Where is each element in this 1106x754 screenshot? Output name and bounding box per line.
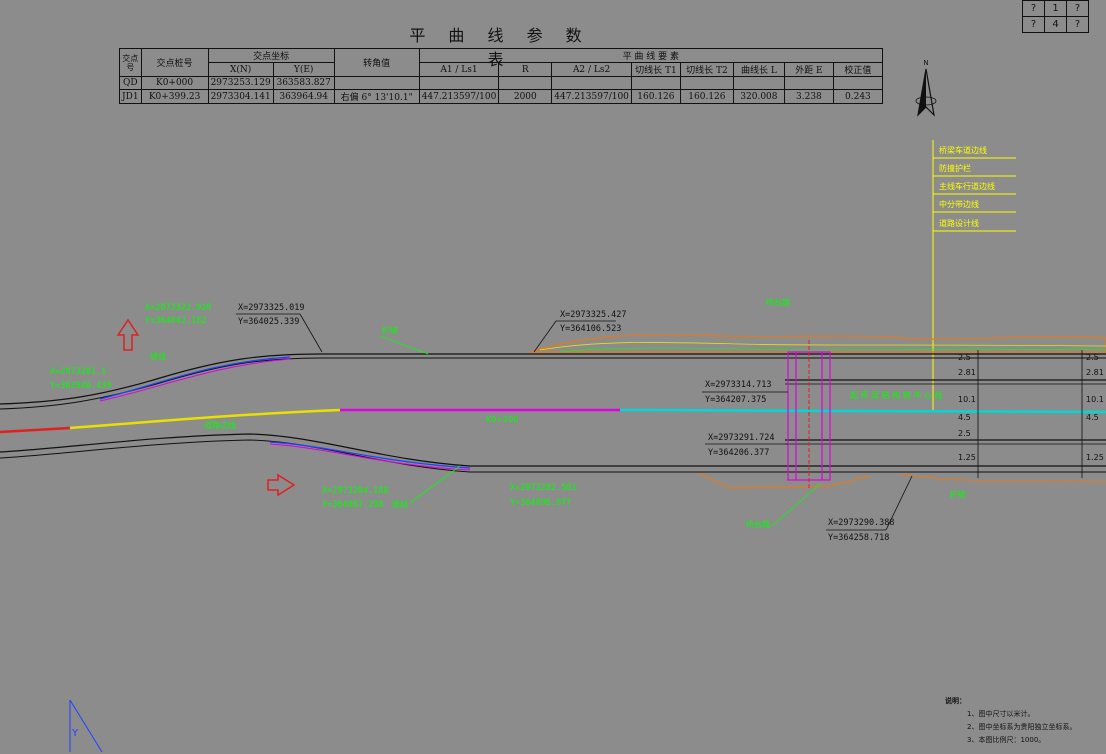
coord-label: X=2973325.427 [560, 310, 627, 320]
ucs-axis-icon: Y [69, 699, 103, 753]
dimension-label: 2.81 [958, 368, 976, 377]
cell-y: 363964.94 [272, 89, 335, 104]
page-number-box: ? 1 ? ? 4 ? [1022, 0, 1089, 33]
cell-angle: 右偏 6° 13'10.1" [333, 89, 420, 104]
coord-label: X=2973290.388 [828, 518, 895, 528]
coord-label: X=2973284.188 [322, 486, 389, 496]
dimension-label: 2.5 [1086, 353, 1099, 362]
dimension-label: 4.5 [1086, 413, 1099, 422]
note-item: 2、图中坐标系为贵阳独立坐标系。 [967, 723, 1077, 731]
protect-slope-label: 护坡 [382, 325, 398, 335]
dimension-label: 10.1 [958, 395, 976, 404]
note-item: 3、本图比例尺：1000。 [967, 736, 1046, 744]
header-stake: 交点桩号 [140, 48, 209, 77]
slope-top [529, 333, 1106, 353]
note-item: 1、图中尺寸以米计。 [967, 710, 1035, 718]
right-dimension-lines: 2.5 2.81 10.1 4.5 2.5 1.25 2.5 2.81 10.1… [958, 350, 1104, 478]
design-centerline [0, 408, 1106, 434]
slope-bottom [699, 473, 1106, 489]
dimension-label: 4.5 [958, 413, 971, 422]
arrow-icon [267, 473, 296, 497]
dimension-label: 10.1 [1086, 395, 1104, 404]
drawing-notes: 说明： 1、图中尺寸以米计。 2、图中坐标系为贵阳独立坐标系。 3、本图比例尺：… [945, 695, 1076, 747]
header-y: Y(E) [272, 62, 335, 77]
direction-arrows [116, 318, 296, 497]
coord-label: X=2973282.581 [510, 483, 577, 493]
north-arrow-icon: N [915, 59, 937, 117]
coord-label: Y=364258.718 [828, 533, 889, 543]
page-cell: 4 [1044, 16, 1067, 33]
cell-j: 0.243 [832, 89, 883, 104]
road-edge-label: 道路边线 [204, 420, 236, 430]
slope-label: 坡线 [392, 499, 408, 509]
protect-slope-label: 护坡 [950, 489, 966, 499]
stake-label: K0+200 [486, 415, 518, 424]
cell-r: 2000 [498, 89, 553, 104]
coord-label: Y=364067.298 [322, 500, 383, 510]
dimension-label: 1.25 [1086, 453, 1104, 462]
coord-label: X=2973325.019 [238, 303, 305, 313]
notes-heading: 说明： [945, 697, 966, 705]
header-angle: 转角值 [333, 48, 420, 77]
dimension-label: 2.81 [1086, 368, 1104, 377]
legend-item: 中分带边线 [939, 199, 979, 209]
arrow-icon [116, 318, 140, 351]
slope-label: 坡线 [150, 351, 166, 361]
coord-label: Y=364025.339 [238, 317, 299, 327]
dimension-label: 2.5 [958, 429, 971, 438]
legend-item: 道路设计线 [939, 218, 979, 228]
legend-item: 防撞护栏 [939, 163, 971, 173]
cell-x: 2973304.141 [207, 89, 274, 104]
legend-item: 桥梁车道边线 [939, 145, 987, 155]
cell-stake: K0+399.23 [140, 89, 209, 104]
coord-label: Y=364207.375 [705, 395, 766, 405]
coord-label: X=2973322.928 [145, 303, 212, 313]
bridge-structure [787, 340, 831, 490]
curve-parameter-table: 交点号 交点桩号 交点坐标 转角值 平 曲 线 要 素 X(N) Y(E) A1… [119, 48, 883, 104]
legend: 桥梁车道边线 防撞护栏 主线车行道边线 中分带边线 道路设计线 [932, 140, 1016, 410]
dimension-label: 2.5 [958, 353, 971, 362]
svg-text:Y: Y [71, 728, 79, 739]
bridge-approach-label: 桥台路 [766, 297, 790, 307]
coord-label: Y=364106.523 [560, 324, 621, 334]
coord-label: Y=363946.439 [50, 381, 111, 391]
coord-label: X=2973281.1 [50, 367, 106, 377]
bridge-centerline-label: 起 桥 梁 结 构 物 中 心 线 [850, 390, 942, 400]
coord-label: Y=364206.377 [708, 448, 769, 458]
bridge-approach-label: 桥台路 [746, 519, 770, 529]
legend-item: 主线车行道边线 [939, 181, 995, 191]
north-label: N [923, 59, 928, 67]
coord-label: Y=364096.077 [510, 498, 571, 508]
table-row: QD K0+000 2973253.129 363583.827 [119, 76, 883, 90]
page-cell: ? [1066, 16, 1089, 33]
road-edges [0, 353, 1106, 473]
coord-label: X=2973314.713 [705, 380, 772, 390]
dimension-label: 1.25 [958, 453, 976, 462]
coordinate-annotations: X=2973322.928 Y=364042.182 X=2973325.019… [50, 297, 966, 543]
table-row: JD1 K0+399.23 2973304.141 363964.94 右偏 6… [119, 89, 883, 104]
coord-label: X=2973291.724 [708, 433, 775, 443]
coord-label: Y=364042.182 [145, 316, 206, 326]
